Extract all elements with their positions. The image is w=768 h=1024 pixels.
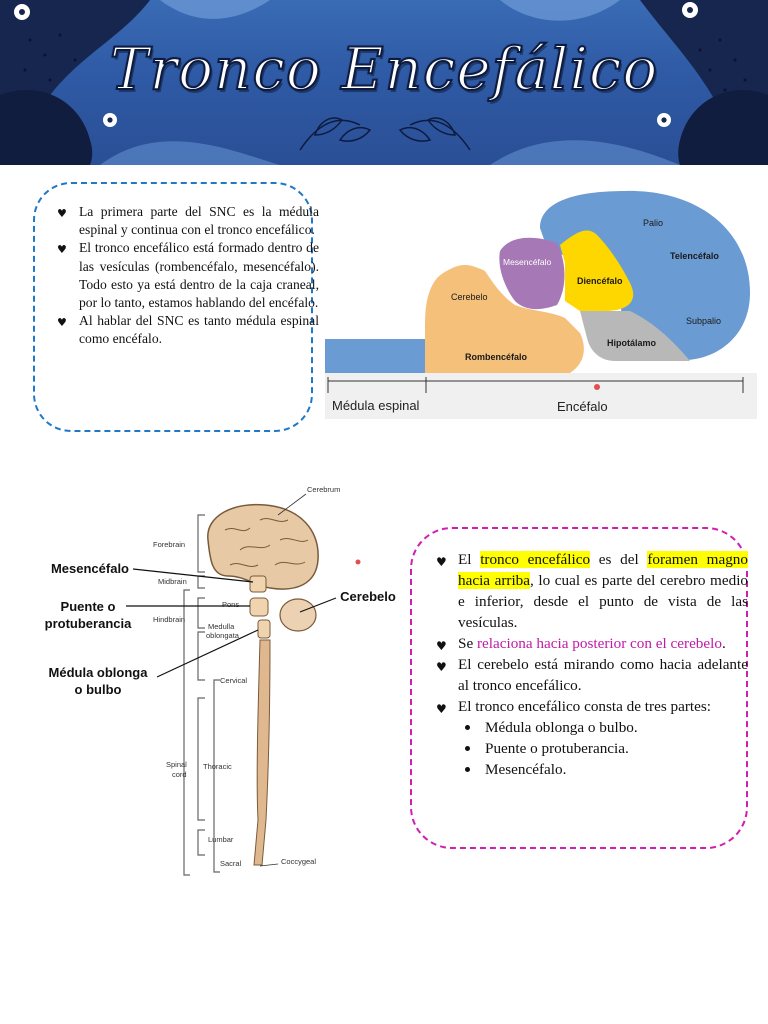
annotation-puente-line1: Puente o bbox=[60, 599, 116, 614]
label-diencefalo: Diencéfalo bbox=[577, 276, 623, 286]
label-cerebrum: Cerebrum bbox=[307, 485, 340, 494]
label-lumbar: Lumbar bbox=[208, 835, 234, 844]
label-spinal: Spinal bbox=[166, 760, 187, 769]
brainstem-parts-list: Médula oblonga o bulbo. Puente o protube… bbox=[458, 717, 748, 780]
brainstem-bullet-2: Se relaciona hacia posterior con el cere… bbox=[436, 633, 748, 657]
brainstem-bullet-1: El tronco encefálico es del foramen magn… bbox=[436, 549, 748, 633]
label-mesencefalo: Mesencéfalo bbox=[503, 257, 551, 267]
brainstem-bullet-4: El tronco encefálico consta de tres part… bbox=[436, 696, 748, 780]
label-medulla: Medulla bbox=[208, 622, 235, 631]
part-mesencefalo: Mesencéfalo. bbox=[458, 759, 748, 780]
medulla-shape bbox=[257, 619, 271, 639]
label-coccygeal: Coccygeal bbox=[281, 857, 316, 866]
label-subpalio: Subpalio bbox=[686, 316, 721, 326]
midbrain-shape bbox=[249, 575, 267, 593]
label-hindbrain: Hindbrain bbox=[153, 615, 185, 624]
intro-bullet-2: El tronco encefálico está formado dentro… bbox=[57, 239, 319, 312]
cerebellum-shape bbox=[279, 598, 317, 632]
label-cord: cord bbox=[172, 770, 187, 779]
label-midbrain: Midbrain bbox=[158, 577, 187, 586]
label-hipotalamo: Hipotálamo bbox=[607, 338, 657, 348]
annotation-puente: Puente o protuberancia bbox=[38, 598, 138, 632]
axis-label-medula: Médula espinal bbox=[332, 398, 420, 413]
part-medula: Médula oblonga o bulbo. bbox=[458, 717, 748, 738]
part-puente: Puente o protuberancia. bbox=[458, 738, 748, 759]
brainstem-bullet-3: El cerebelo está mirando como hacia adel… bbox=[436, 654, 748, 696]
marker-dot bbox=[594, 384, 600, 390]
label-cervical: Cervical bbox=[220, 676, 247, 685]
hipotalamo-shape bbox=[580, 311, 690, 361]
label-pons: Pons bbox=[222, 600, 239, 609]
axis-label-encefalo: Encéfalo bbox=[557, 399, 608, 414]
annotation-medula-line2: o bulbo bbox=[74, 682, 122, 697]
diencefalo-shape bbox=[560, 230, 634, 311]
nervous-system-svg: Cerebrum Forebrain Midbrain Pons Hindbra… bbox=[153, 485, 361, 876]
label-telencefalo: Telencéfalo bbox=[670, 251, 719, 261]
spinal-cord-shape bbox=[253, 639, 271, 866]
medula-espinal-shape bbox=[325, 339, 425, 373]
annotation-mesencefalo: Mesencéfalo bbox=[50, 561, 130, 576]
magenta-relaciona: relaciona hacia posterior con el cerebel… bbox=[476, 635, 722, 652]
marker-dot-2 bbox=[355, 559, 361, 565]
header-banner: Tronco Encefálico bbox=[0, 0, 768, 165]
intro-bullet-3: Al hablar del SNC es tanto médula espina… bbox=[57, 312, 319, 348]
highlight-tronco: tronco encefálico bbox=[480, 551, 591, 568]
brainstem-note-box: El tronco encefálico es del foramen magn… bbox=[410, 527, 748, 849]
pons-shape bbox=[249, 597, 269, 617]
vesicle-diagram: Palio Telencéfalo Subpalio Mesencéfalo D… bbox=[325, 183, 757, 419]
brainstem-bullet-list: El tronco encefálico es del foramen magn… bbox=[436, 549, 748, 780]
cerebelo-shape bbox=[433, 265, 497, 337]
annotation-medula: Médula oblonga o bulbo bbox=[40, 664, 156, 698]
annotation-cerebelo: Cerebelo bbox=[340, 589, 396, 604]
intro-bullet-1: La primera parte del SNC es la médula es… bbox=[57, 203, 319, 239]
page-title: Tronco Encefálico bbox=[109, 35, 659, 103]
label-cerebelo: Cerebelo bbox=[451, 292, 488, 302]
label-sacral: Sacral bbox=[220, 859, 242, 868]
vesicle-diagram-svg: Palio Telencéfalo Subpalio Mesencéfalo D… bbox=[325, 190, 757, 419]
annotation-medula-line1: Médula oblonga bbox=[48, 665, 148, 680]
label-thoracic: Thoracic bbox=[203, 762, 232, 771]
intro-note-box: La primera parte del SNC es la médula es… bbox=[33, 182, 319, 432]
annotation-puente-line2: protuberancia bbox=[44, 616, 132, 631]
nervous-system-figure: Cerebrum Forebrain Midbrain Pons Hindbra… bbox=[150, 480, 365, 880]
label-oblongata: oblongata bbox=[206, 631, 240, 640]
mesencefalo-shape bbox=[499, 237, 565, 310]
banner-decoration bbox=[0, 0, 768, 165]
label-rombencefalo: Rombencéfalo bbox=[465, 352, 528, 362]
label-palio: Palio bbox=[643, 218, 663, 228]
intro-bullet-list: La primera parte del SNC es la médula es… bbox=[57, 203, 319, 349]
label-forebrain: Forebrain bbox=[153, 540, 185, 549]
